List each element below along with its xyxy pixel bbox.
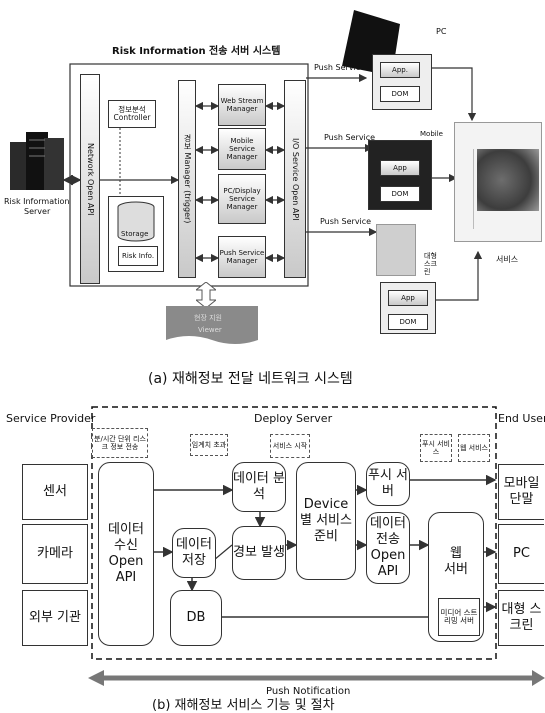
server-icon bbox=[8, 128, 66, 194]
callout-push-service: 푸시 서비스 bbox=[420, 434, 452, 462]
data-analysis: 데이터 분석 bbox=[232, 462, 286, 512]
data-transfer-open-api: 데이터 전송 Open API bbox=[366, 512, 410, 584]
end-user-header: End User bbox=[498, 412, 545, 425]
end-user-mobile: 모바일 단말 bbox=[498, 464, 544, 520]
callout-time-unit: 분/시간 단위 리스크 정보 전송 bbox=[92, 428, 148, 458]
callout-service-start: 서비스 시작 bbox=[270, 434, 310, 458]
server-label-2: Server bbox=[24, 207, 51, 216]
viewer-doc bbox=[166, 306, 258, 348]
end-user-large-screen: 대형 스크린 bbox=[498, 590, 544, 646]
storage-label: Storage bbox=[121, 230, 149, 238]
caption-b: (b) 재해정보 서비스 기능 및 절차 bbox=[152, 698, 335, 713]
alert-generate: 경보 발생 bbox=[232, 526, 286, 580]
push-service-label-1: Push Service bbox=[314, 63, 366, 72]
push-server: 푸시 서버 bbox=[366, 462, 410, 506]
web-server-label: 웹 서버 bbox=[444, 546, 468, 577]
large-screen-dom: DOM bbox=[388, 314, 428, 330]
service-label: 서비스 bbox=[496, 255, 519, 264]
push-notification-label: Push Notification bbox=[266, 686, 351, 697]
deploy-server-header: Deploy Server bbox=[254, 412, 333, 425]
analysis-controller: 정보분석 Controller bbox=[108, 100, 156, 128]
db: DB bbox=[170, 590, 222, 646]
mobile-app: App bbox=[380, 160, 420, 176]
alert-manager: 경보 Manager (trigger) bbox=[178, 80, 196, 278]
storage-icon bbox=[114, 200, 158, 244]
push-service-label-2: Push Service bbox=[324, 133, 376, 142]
data-store: 데이터 저장 bbox=[172, 528, 216, 578]
source-external-agency: 외부 기관 bbox=[22, 590, 88, 646]
service-map-screenshot bbox=[454, 122, 542, 242]
viewer-line2: Viewer bbox=[198, 326, 222, 334]
large-screen-app: App bbox=[388, 290, 428, 306]
service-provider-header: Service Provider bbox=[6, 412, 96, 425]
mobile-dom: DOM bbox=[380, 186, 420, 202]
caption-a: (a) 재해정보 전달 네트워크 시스템 bbox=[148, 371, 353, 387]
pc-display-service-manager: PC/Display Service Manager bbox=[218, 174, 266, 224]
viewer-line1: 현장 지원 bbox=[194, 314, 222, 322]
server-label: Risk Information bbox=[4, 197, 70, 206]
pc-label: PC bbox=[436, 27, 447, 36]
large-screen-image bbox=[376, 224, 416, 276]
pc-app: App. bbox=[380, 62, 420, 78]
large-screen-label: 대형 스크린 bbox=[424, 252, 437, 276]
end-user-pc: PC bbox=[498, 524, 544, 584]
push-service-label-3: Push Service bbox=[320, 217, 372, 226]
io-service-open-api: I/O Service Open API bbox=[284, 80, 306, 278]
data-receive-open-api: 데이터 수신 Open API bbox=[98, 462, 154, 646]
device-service-prep: Device별 서비스 준비 bbox=[296, 462, 356, 580]
callout-web-service: 웹 서비스 bbox=[458, 434, 490, 462]
callout-threshold: 임계치 초과 bbox=[190, 434, 228, 456]
network-open-api: Network Open API bbox=[80, 74, 100, 284]
web-stream-manager: Web Stream Manager bbox=[218, 84, 266, 126]
source-camera: 카메라 bbox=[22, 524, 88, 584]
system-title: Risk Information 전송 서버 시스템 bbox=[112, 46, 281, 57]
pc-dom: DOM bbox=[380, 86, 420, 102]
risk-info-doc: Risk Info. bbox=[118, 246, 158, 266]
push-service-manager: Push Service Manager bbox=[218, 236, 266, 278]
media-streaming-server: 미디어 스트리밍 서버 bbox=[438, 598, 480, 636]
mobile-service-manager: Mobile Service Manager bbox=[218, 128, 266, 170]
mobile-label: Mobile bbox=[420, 130, 443, 138]
source-sensor: 센서 bbox=[22, 464, 88, 520]
